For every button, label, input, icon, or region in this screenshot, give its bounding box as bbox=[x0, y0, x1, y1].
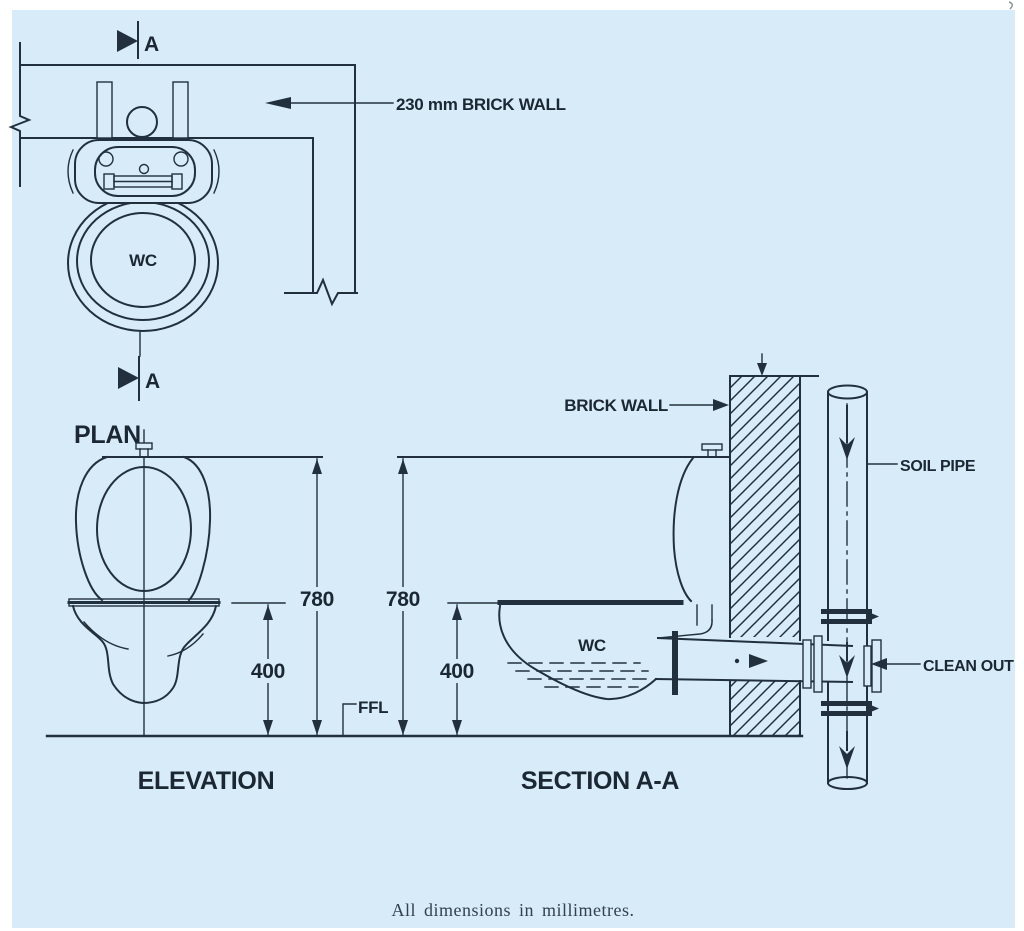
cropped-corner-fragment bbox=[1008, 1, 1013, 10]
flow-arrow-icon bbox=[839, 746, 855, 769]
section-marker-bottom-label: A bbox=[145, 370, 160, 393]
collar-clamp-icon bbox=[866, 703, 879, 714]
leader-arrowhead-icon bbox=[265, 97, 291, 109]
brick-wall bbox=[729, 353, 819, 737]
section-arrow-icon bbox=[118, 367, 139, 389]
flow-arrow-icon bbox=[839, 437, 855, 460]
elevation-overall-height: 780 bbox=[300, 588, 334, 611]
elevation-seat-height: 400 bbox=[251, 660, 285, 683]
brick-wall-label: BRICK WALL bbox=[564, 396, 668, 415]
plan-wall-callout-label: 230 mm BRICK WALL bbox=[396, 95, 566, 114]
plan-view: A 230 mm BRICK WALL bbox=[8, 21, 566, 449]
section-wc-label: WC bbox=[578, 636, 606, 655]
elevation-dim-400: 400 bbox=[231, 602, 290, 736]
leader-arrowhead-icon bbox=[871, 658, 887, 670]
section-marker-top: A bbox=[117, 21, 159, 59]
plan-wc-fixture: WC bbox=[67, 81, 220, 332]
section-view: WC bbox=[380, 353, 1014, 795]
plan-wc-label: WC bbox=[129, 251, 157, 270]
section-arrow-icon bbox=[117, 30, 138, 52]
clean-out-callout: CLEAN OUT bbox=[871, 658, 1014, 675]
elevation-dim-780: 780 bbox=[294, 458, 340, 736]
brick-wall-callout: BRICK WALL bbox=[564, 396, 729, 415]
collar-clamp-icon bbox=[866, 611, 879, 622]
water-lines bbox=[507, 662, 651, 688]
elevation-view: 400 780 FFL ELEVATION bbox=[67, 429, 389, 795]
section-seat-height: 400 bbox=[440, 660, 474, 683]
soil-pipe-callout: SOIL PIPE bbox=[866, 458, 976, 475]
clean-out-flange bbox=[863, 645, 872, 687]
outlet-joint bbox=[672, 631, 678, 695]
clean-out-label: CLEAN OUT bbox=[923, 658, 1014, 675]
leader-arrowhead-icon bbox=[713, 399, 729, 411]
footer-note: All dimensions in millimetres. bbox=[392, 900, 635, 920]
section-title: SECTION A-A bbox=[521, 767, 680, 795]
flush-button bbox=[701, 443, 723, 451]
flow-arrow-icon bbox=[749, 654, 768, 668]
section-marker-bottom: A bbox=[118, 356, 160, 401]
ffl-label: FFL bbox=[358, 698, 388, 717]
plan-title: PLAN bbox=[74, 421, 141, 449]
wall-top-arrow-icon bbox=[757, 363, 767, 376]
outlet-pipe bbox=[654, 631, 854, 695]
elevation-title: ELEVATION bbox=[138, 767, 275, 795]
flush-button bbox=[135, 442, 153, 450]
floor-level-callout: FFL bbox=[342, 698, 389, 737]
flow-arrow-icon bbox=[839, 655, 855, 678]
soil-pipe-label: SOIL PIPE bbox=[900, 458, 976, 475]
section-dim-400: 400 bbox=[435, 604, 479, 736]
section-overall-height: 780 bbox=[386, 588, 420, 611]
section-dim-780: 780 bbox=[380, 458, 426, 736]
section-marker-top-label: A bbox=[144, 33, 159, 56]
plan-wall-callout: 230 mm BRICK WALL bbox=[265, 95, 566, 114]
